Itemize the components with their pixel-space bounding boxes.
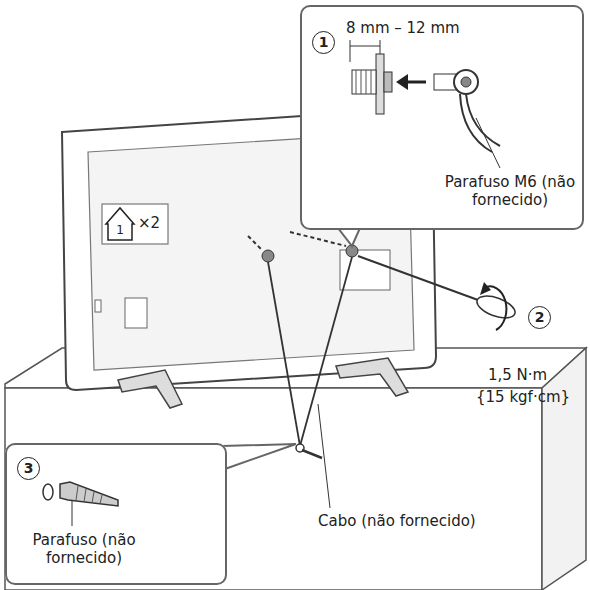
text-holder: 2 bbox=[528, 306, 551, 329]
callout-panel: 3Parafuso (não fornecido) bbox=[5, 443, 227, 585]
callout-number: 1 bbox=[312, 31, 335, 54]
callout-panel: 1 8 mm – 12 mm Parafuso M6 (não fornecido) bbox=[300, 5, 584, 230]
text-holder: Parafuso M6 (não fornecido) bbox=[442, 173, 578, 209]
text-holder: 1 bbox=[110, 223, 130, 237]
text-holder: 3 bbox=[17, 457, 40, 480]
text-holder: 8 mm – 12 mm bbox=[346, 19, 460, 37]
text-holder: 1,5 N·m bbox=[488, 366, 547, 384]
callout-number: 3 bbox=[17, 457, 40, 480]
text-holder: Cabo (não fornecido) bbox=[318, 512, 476, 530]
text-holder: {15 kgf·cm} bbox=[476, 388, 570, 406]
text-holder: ×2 bbox=[138, 214, 160, 232]
text-holder: Parafuso (não fornecido) bbox=[19, 531, 149, 567]
callout-number: 2 bbox=[528, 306, 551, 329]
text-holder: 1 bbox=[312, 31, 335, 54]
